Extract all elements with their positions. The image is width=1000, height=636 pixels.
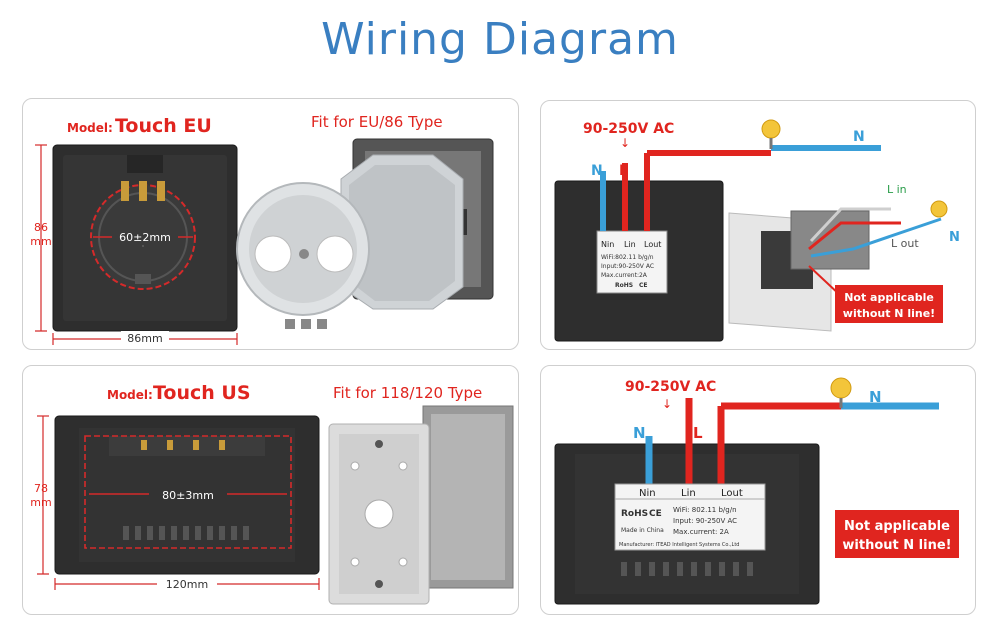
eu-fit-text: Fit for EU/86 Type <box>311 113 443 131</box>
us-rohs-mark: RoHS <box>621 509 648 519</box>
us-height-dim-unit: mm <box>30 496 51 509</box>
us-n-label: N <box>633 424 646 442</box>
eu-terminal-lout: Lout <box>644 240 661 249</box>
eu-model-name: Touch EU <box>115 115 212 137</box>
eu-voltage-label: 90-250V AC <box>583 121 674 137</box>
us-spec-input: Input: 90-250V AC <box>673 517 737 525</box>
us-l-label: L <box>693 424 703 442</box>
us-spec-wifi: WiFi: 802.11 b/g/n <box>673 506 737 514</box>
us-spec-label <box>614 483 766 551</box>
eu-height-dim-unit: mm <box>30 235 51 248</box>
us-hole-dim: 80±3mm <box>162 489 214 502</box>
us-warning-line1: Not applicable <box>844 519 950 534</box>
eu-spec-label <box>596 230 668 294</box>
svg-text:↓: ↓ <box>620 136 630 150</box>
us-mount-rect <box>84 435 292 549</box>
us-junction-box <box>328 405 514 605</box>
eu-ce-mark: CE <box>639 282 648 289</box>
us-height-dim-num: 78 <box>34 482 48 495</box>
eu-height-dim-num: 86 <box>34 221 48 234</box>
eu-lout-label: L out <box>891 237 919 250</box>
eu-terminal-lin: Lin <box>624 240 636 249</box>
eu-warning-line1: Not applicable <box>844 291 934 304</box>
panel-us-wiring: 90-250V AC ↓ N L N Nin Lin Lout RoHS CE … <box>540 365 976 615</box>
us-ce-mark: CE <box>649 509 662 519</box>
eu-junction-box <box>236 138 494 329</box>
eu-rohs-mark: RoHS <box>615 282 633 289</box>
us-made-in: Made in China <box>621 527 664 534</box>
page-title: Wiring Diagram <box>321 14 679 65</box>
us-warning-line2: without N line! <box>842 538 951 553</box>
us-n-right-label: N <box>869 388 882 406</box>
us-voltage-label: 90-250V AC <box>625 379 716 395</box>
eu-side-switch <box>728 200 948 332</box>
panel-eu-wiring: 90-250V AC ↓ N L N Nin Lin Lout WiFi:802… <box>540 100 976 350</box>
eu-spec-current: Max.current:2A <box>601 272 648 279</box>
us-spec-current: Max.current: 2A <box>673 528 729 536</box>
eu-width-dim: 86mm <box>127 332 162 345</box>
us-warning-box <box>835 510 959 558</box>
eu-n-right-label: N <box>853 129 865 145</box>
panel-us-model: Model: Touch US Fit for 118/120 Type 78 … <box>22 365 519 615</box>
us-model-name: Touch US <box>153 382 251 404</box>
us-fit-text: Fit for 118/120 Type <box>333 384 482 402</box>
eu-terminal-nin: Nin <box>601 240 614 249</box>
us-terminal-lout: Lout <box>721 488 743 499</box>
us-width-dim: 120mm <box>166 578 208 591</box>
us-manufacturer: Manufacturer: ITEAD Intelligent Systems … <box>619 542 739 548</box>
eu-warning-box <box>835 285 943 323</box>
us-terminal-nin: Nin <box>639 488 656 499</box>
panel-eu-model: Model: Touch EU Fit for EU/86 Type 86 mm… <box>22 98 519 350</box>
eu-model-prefix: Model: <box>67 121 113 135</box>
us-terminal-lin: Lin <box>681 488 696 499</box>
us-model-prefix: Model: <box>107 388 153 402</box>
eu-n-side-label: N <box>949 230 960 245</box>
eu-hole-dim: 60±2mm <box>119 231 171 244</box>
eu-lin-label: L in <box>887 183 907 196</box>
eu-spec-input: Input:90-250V AC <box>601 263 654 270</box>
svg-text:↓: ↓ <box>662 397 672 411</box>
eu-l-label: L <box>619 163 628 179</box>
eu-warning-line2: without N line! <box>843 307 935 320</box>
eu-spec-wifi: WiFi:802.11 b/g/n <box>601 254 654 261</box>
eu-n-label: N <box>591 163 603 179</box>
